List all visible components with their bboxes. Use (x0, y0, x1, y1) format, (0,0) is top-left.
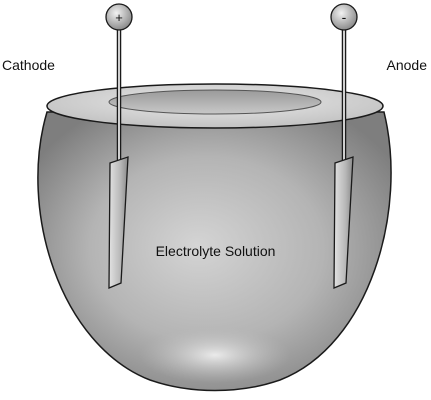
cathode-terminal-knob (105, 3, 133, 31)
bowl-inner-opening (108, 89, 322, 115)
anode-terminal-knob (330, 3, 358, 31)
bowl-bottom-highlight (140, 327, 290, 383)
negative-sign: - (342, 9, 347, 25)
cathode-label: Cathode (2, 57, 55, 73)
anode-plate (333, 156, 354, 289)
anode-label: Anode (386, 57, 427, 73)
cathode-electrode: + (105, 3, 133, 289)
cathode-plate (108, 156, 129, 289)
positive-sign: + (115, 10, 123, 25)
anode-electrode: - (330, 3, 358, 289)
electrolyte-solution-label: Electrolyte Solution (155, 243, 276, 259)
